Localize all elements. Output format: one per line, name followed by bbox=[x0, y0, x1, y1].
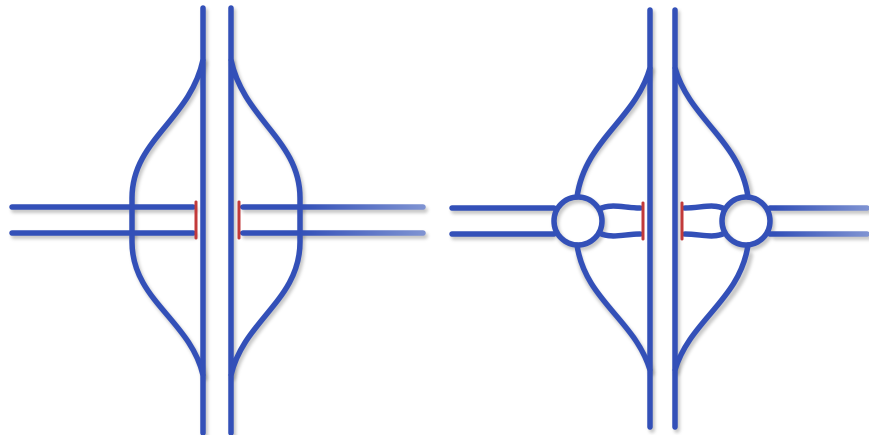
roundabout-interchange bbox=[449, 7, 869, 433]
roundabout-shadow-layer bbox=[451, 10, 869, 433]
east-connector-lower bbox=[682, 230, 728, 239]
west-connector-upper bbox=[596, 203, 643, 212]
west-ramp-south bbox=[574, 242, 653, 373]
east-diamond-ramp bbox=[228, 57, 303, 378]
east-ramp-south bbox=[672, 242, 751, 373]
west-roundabout bbox=[551, 194, 605, 248]
east-ramp-north bbox=[672, 65, 751, 200]
west-ramp-north bbox=[574, 65, 653, 200]
east-roundabout bbox=[719, 194, 773, 248]
diamond-interchange bbox=[9, 5, 428, 435]
west-connector-lower bbox=[596, 230, 643, 239]
east-connector-upper bbox=[682, 203, 728, 212]
diamond-shadow-layer bbox=[11, 8, 428, 435]
west-diamond-ramp bbox=[129, 57, 206, 378]
